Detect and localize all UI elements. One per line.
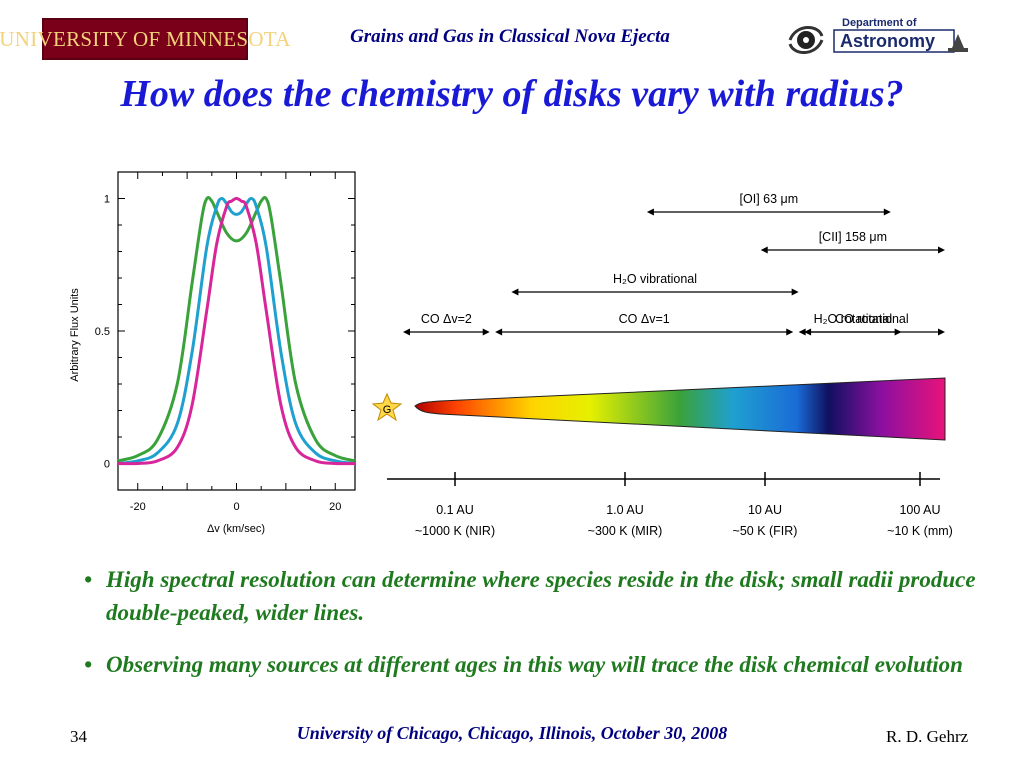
footer-author: R. D. Gehrz xyxy=(886,727,969,746)
galaxy-icon xyxy=(788,26,824,54)
x-tick-label: -20 xyxy=(130,501,146,513)
arrow-head-right xyxy=(883,208,891,216)
arrow-head-right xyxy=(791,288,799,296)
radius-tick-label: 1.0 AU xyxy=(606,503,644,517)
header-title: Grains and Gas in Classical Nova Ejecta xyxy=(350,26,670,47)
radius-tick-label: 0.1 AU xyxy=(436,503,474,517)
range-label: CO Δv=2 xyxy=(421,312,472,326)
arrow-head-right xyxy=(786,328,794,336)
plot-series xyxy=(117,196,356,466)
range-label: CO Δv=1 xyxy=(619,312,670,326)
star-marker: G xyxy=(371,392,403,422)
plot-ytick-labels: 00.51 xyxy=(95,194,110,471)
y-tick-label: 1 xyxy=(104,194,110,206)
arrow-head-left xyxy=(403,328,410,336)
plot-ylabel: Arbitrary Flux Units xyxy=(69,288,81,382)
temperature-label: ~50 K (FIR) xyxy=(733,524,798,538)
arrow-head-left xyxy=(646,208,654,216)
range-label: [OI] 63 μm xyxy=(740,192,799,206)
plot-frame xyxy=(117,171,356,491)
arrow-head-left xyxy=(760,246,768,254)
range-label: H₂O vibrational xyxy=(613,272,697,286)
bullet-item: • High spectral resolution can determine… xyxy=(84,563,984,629)
footer-venue: University of Chicago, Chicago, Illinois… xyxy=(296,723,728,743)
range-label: CO rotational xyxy=(835,312,909,326)
arrow-head-right xyxy=(938,246,945,254)
bullet-text: High spectral resolution can determine w… xyxy=(106,567,976,625)
radius-tick-label: 10 AU xyxy=(748,503,782,517)
temperature-label: ~300 K (MIR) xyxy=(588,524,663,538)
radius-axis-ticks: 0.1 AU ~1000 K (NIR) 1.0 AU ~300 K (MIR) 10 … xyxy=(415,472,953,538)
star-label: G xyxy=(383,404,392,416)
y-tick-label: 0.5 xyxy=(95,326,110,338)
x-tick-label: 20 xyxy=(329,501,341,513)
range-label: [CII] 158 μm xyxy=(819,230,887,244)
temperature-label: ~1000 K (NIR) xyxy=(415,524,495,538)
slide-title: How does the chemistry of disks vary wit… xyxy=(120,73,904,115)
temperature-label: ~10 K (mm) xyxy=(887,524,953,538)
plot-xlabel: Δv (km/sec) xyxy=(207,523,265,535)
dept-logo-line1: Department of xyxy=(842,17,917,29)
series-line-2 xyxy=(117,196,356,465)
series-line-1 xyxy=(117,196,356,463)
university-logo: UNIVERSITY OF MINNESOTA xyxy=(0,18,290,60)
dept-logo-line2: Astronomy xyxy=(840,31,935,51)
page-number: 34 xyxy=(70,727,87,746)
astronomy-department-logo: Department of Astronomy xyxy=(788,17,968,54)
radius-tick-label: 100 AU xyxy=(899,503,940,517)
university-logo-text: UNIVERSITY OF MINNESOTA xyxy=(0,26,291,51)
y-tick-label: 0 xyxy=(104,459,110,471)
bullet-item: • Observing many sources at different ag… xyxy=(84,648,984,681)
bullet-marker: • xyxy=(84,652,93,677)
observatory-icon xyxy=(948,34,968,52)
plot-xtick-labels: -20 0 20 xyxy=(130,501,342,513)
arrow-head-right xyxy=(482,328,490,336)
arrow-head-right xyxy=(938,328,945,336)
bullet-marker: • xyxy=(84,567,93,592)
plot-ticks xyxy=(118,172,355,490)
species-ranges: [OI] 63 μm [CII] 158 μm H₂O vibrationalH₂O… xyxy=(403,192,945,336)
x-tick-label: 0 xyxy=(233,501,239,513)
disk-wedge xyxy=(414,377,946,441)
bullet-text: Observing many sources at different ages… xyxy=(106,652,963,677)
arrow-head-left xyxy=(495,328,503,336)
arrow-head-left xyxy=(798,328,806,336)
series-line-3 xyxy=(117,196,356,466)
range-label: H₂O rotational xyxy=(814,312,893,326)
disk-radius-diagram: [OI] 63 μm [CII] 158 μm H₂O vibrationalH₂O… xyxy=(371,192,953,538)
arrow-head-left xyxy=(511,288,519,296)
